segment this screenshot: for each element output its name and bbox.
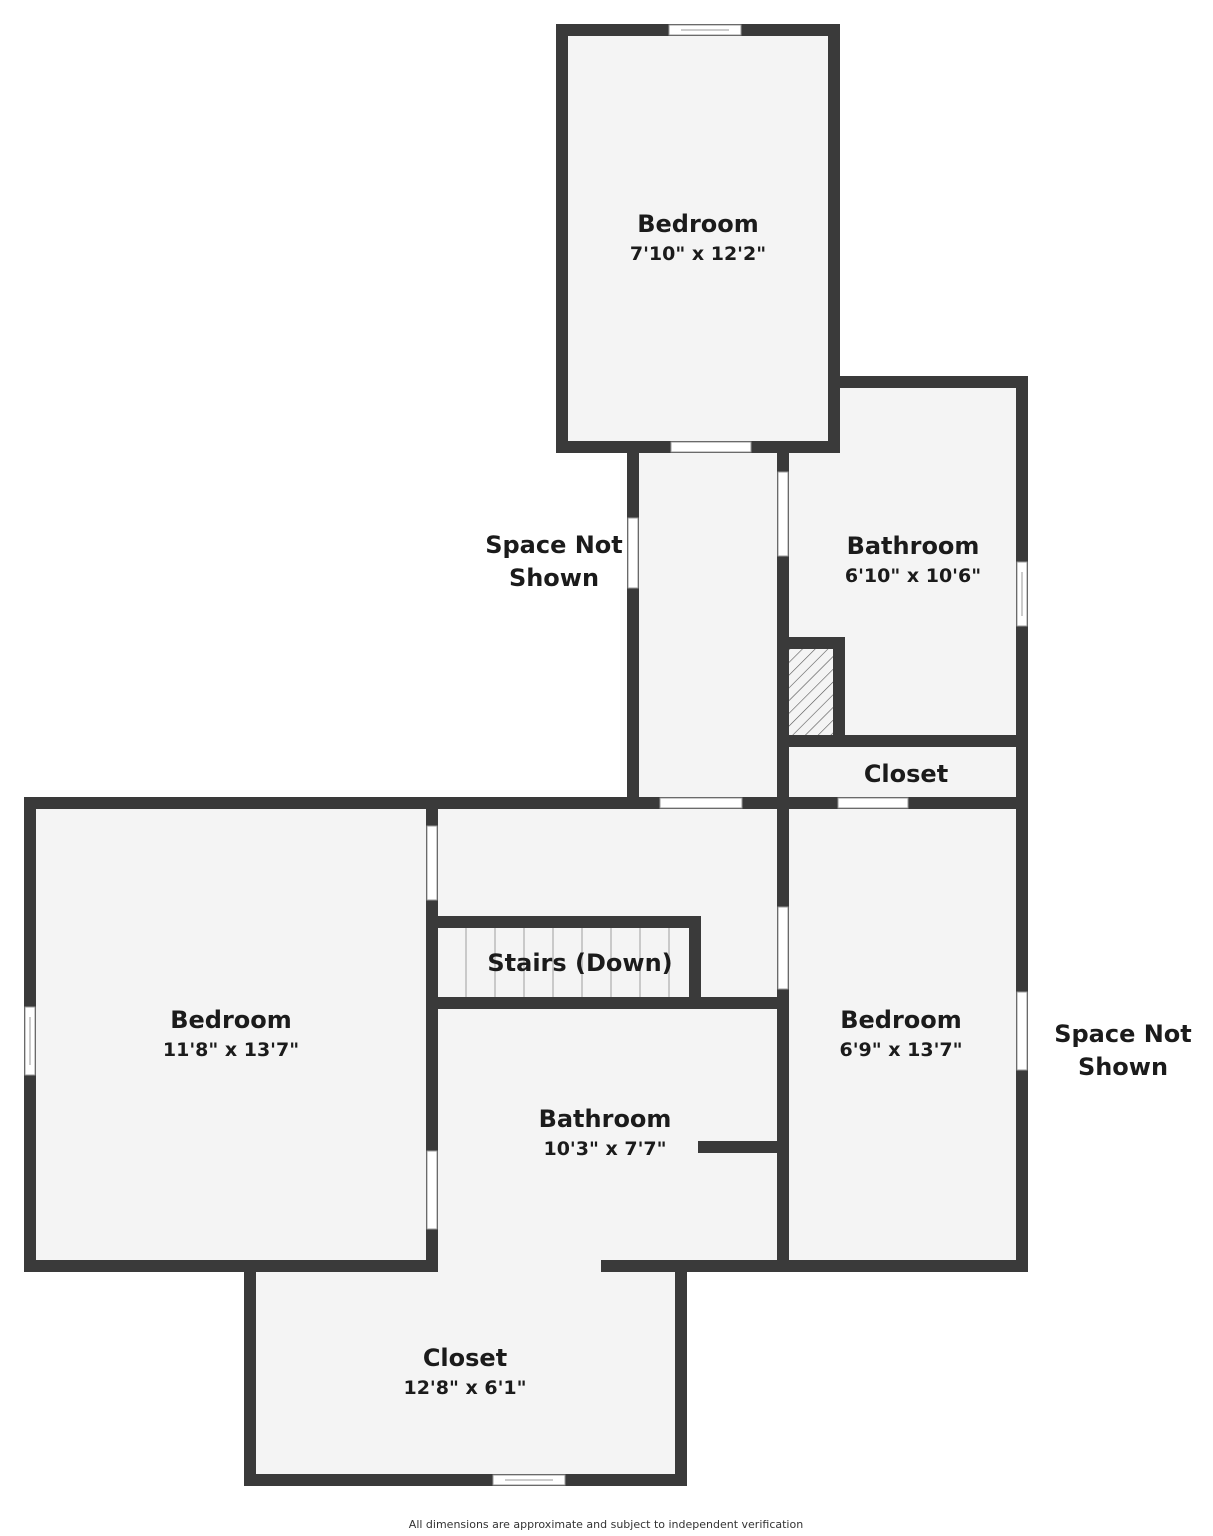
floor-bedroom-right	[783, 803, 1021, 1265]
opening-bedroom-right	[1016, 991, 1028, 1071]
room-dims-bedroom-right: 6'9" x 13'7"	[839, 1039, 962, 1061]
door-bedroom-left-upper	[426, 825, 438, 901]
room-dims-bathroom-lower: 10'3" x 7'7"	[543, 1138, 666, 1160]
space-not-shown-right-line2: Shown	[1078, 1053, 1168, 1081]
floor-landing	[432, 803, 783, 1003]
room-name-bathroom-upper: Bathroom	[847, 532, 980, 560]
stair-treads	[465, 928, 670, 997]
footer-disclaimer: All dimensions are approximate and subje…	[409, 1518, 803, 1531]
hatched-chase	[789, 649, 833, 738]
door-closet-small	[837, 797, 909, 809]
floor-bathroom-lower	[432, 1003, 783, 1265]
floor-hallway-upper	[633, 446, 783, 803]
room-name-bathroom-lower: Bathroom	[539, 1105, 672, 1133]
outside-labels: Space Not Shown Space Not Shown	[485, 531, 1192, 1081]
floor-closet-bottom	[250, 1265, 681, 1479]
door-bedroom-left-lower	[426, 1150, 438, 1230]
openings	[24, 24, 1028, 1486]
room-dims-closet-bottom: 12'8" x 6'1"	[403, 1377, 526, 1399]
door-hall-left	[627, 517, 639, 589]
room-name-stairs: Stairs (Down)	[487, 949, 672, 977]
floor-bedroom-top	[562, 30, 833, 446]
room-labels: Bedroom 7'10" x 12'2" Bathroom 6'10" x 1…	[163, 210, 981, 1399]
room-dims-bedroom-left: 11'8" x 13'7"	[163, 1039, 299, 1061]
door-bedroom-top	[670, 441, 752, 453]
door-hall-landing	[659, 797, 743, 809]
floor-bedroom-left	[30, 803, 432, 1265]
room-name-bedroom-top: Bedroom	[637, 210, 759, 238]
floor-fills	[30, 30, 1021, 1479]
room-dims-bedroom-top: 7'10" x 12'2"	[630, 243, 766, 265]
room-dims-bathroom-upper: 6'10" x 10'6"	[845, 565, 981, 587]
room-name-closet-bottom: Closet	[423, 1344, 507, 1372]
floor-closet-small	[783, 740, 1021, 803]
room-name-closet-small: Closet	[864, 760, 948, 788]
room-name-bedroom-left: Bedroom	[170, 1006, 292, 1034]
space-not-shown-left-line2: Shown	[509, 564, 599, 592]
space-not-shown-left-line1: Space Not	[485, 531, 623, 559]
room-name-bedroom-right: Bedroom	[840, 1006, 962, 1034]
door-bedroom-right	[777, 906, 789, 990]
door-bathroom-upper	[777, 471, 789, 557]
space-not-shown-right-line1: Space Not	[1054, 1020, 1192, 1048]
